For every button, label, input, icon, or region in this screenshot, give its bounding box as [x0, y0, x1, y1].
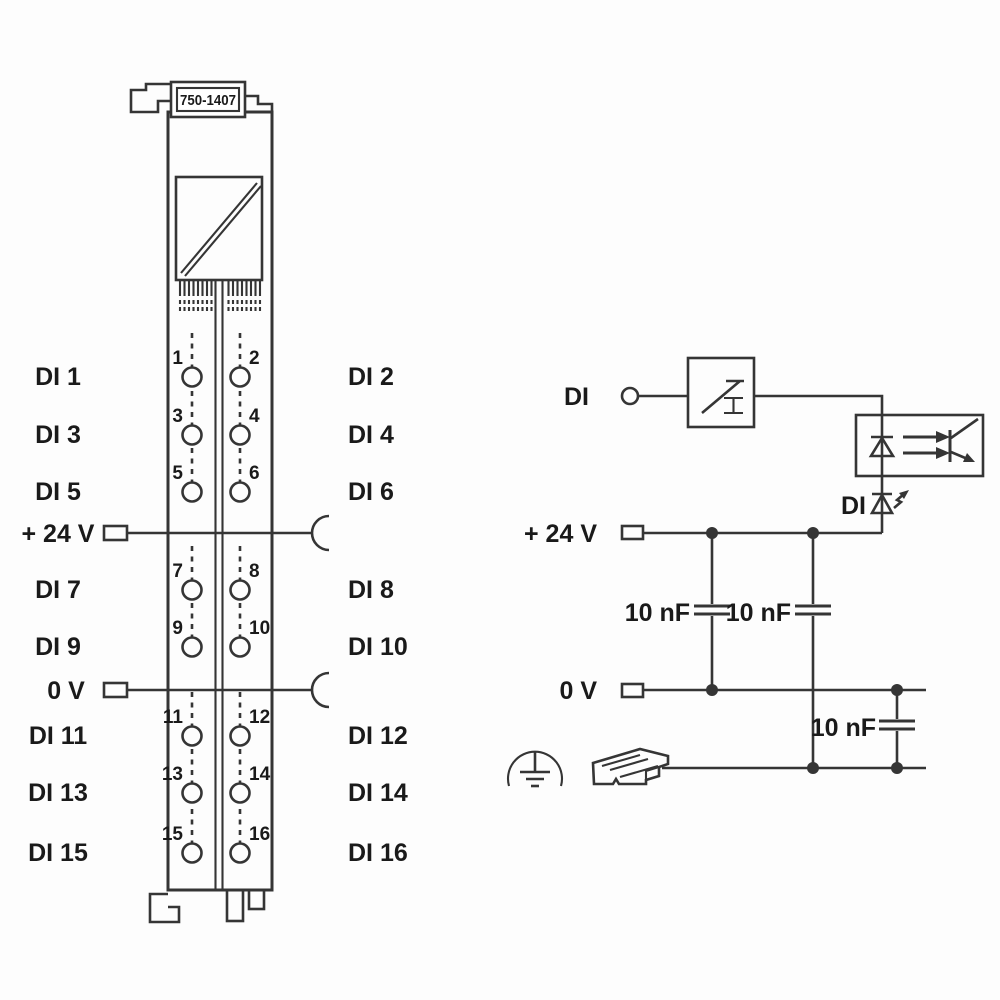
terminal-number: 10 — [249, 618, 270, 639]
din-rail-icon — [591, 747, 670, 786]
supply-rail: + 24 V — [524, 520, 882, 548]
jumper-contact-24v — [310, 514, 330, 552]
channel-label: DI 3 — [35, 421, 81, 449]
di-input-terminal — [620, 386, 640, 406]
phototransistor — [948, 417, 979, 462]
junction-dot — [706, 684, 718, 696]
channel-label: DI 12 — [348, 722, 408, 750]
channel-label: DI 16 — [348, 839, 408, 867]
capacitor-value: 10 nF — [811, 714, 876, 742]
channel-label: DI 4 — [348, 421, 394, 449]
terminal-number: 15 — [162, 824, 184, 845]
terminal-number: 14 — [249, 764, 271, 785]
input-schematic: DI — [506, 356, 985, 788]
channel-label: DI 9 — [35, 633, 81, 661]
channel-label: DI 5 — [35, 478, 81, 506]
supply-label: + 24 V — [524, 520, 597, 548]
junction-dot — [807, 762, 819, 774]
return-label: 0 V — [47, 677, 85, 705]
terminal-number: 4 — [249, 406, 260, 427]
terminal-number: 9 — [172, 618, 183, 639]
capacitor-2: 10 nF — [726, 533, 831, 768]
part-number-text: 750-1407 — [180, 92, 236, 109]
terminal-number: 11 — [163, 707, 184, 728]
channel-label: DI 1 — [35, 363, 81, 391]
supply-rail-24v — [102, 514, 330, 552]
earth-rail — [506, 747, 926, 788]
supply-label: + 24 V — [22, 520, 95, 548]
channel-label: DI 8 — [348, 576, 394, 604]
channel-label: DI 10 — [348, 633, 408, 661]
channel-labels-left: DI 1 DI 3 DI 5 + 24 V DI 7 DI 9 0 V DI 1… — [22, 363, 95, 867]
light-arrows — [903, 431, 950, 459]
filter-ramp-symbol — [701, 379, 744, 414]
filter-current-symbol — [724, 396, 743, 415]
terminal-number: 5 — [172, 463, 183, 484]
part-number-plate — [175, 86, 241, 113]
optocoupler — [854, 413, 985, 478]
bottom-left-hook — [148, 892, 181, 924]
channel-label: DI 13 — [28, 779, 88, 807]
channel-label: DI 11 — [29, 722, 87, 750]
supply-terminal-box — [102, 524, 129, 542]
status-led — [869, 490, 909, 515]
wire — [754, 394, 884, 415]
di-input-label: DI — [564, 383, 589, 411]
bottom-tab-2 — [247, 888, 266, 911]
channel-label: DI 15 — [28, 839, 88, 867]
input-filter-block — [686, 356, 756, 429]
terminal-number: 1 — [172, 348, 183, 369]
return-terminal-box — [620, 682, 645, 699]
terminal-number: 7 — [172, 561, 183, 582]
display-window — [174, 175, 264, 282]
channel-label: DI 14 — [348, 779, 408, 807]
channel-labels-right: DI 2 DI 4 DI 6 DI 8 DI 10 DI 12 DI 14 DI… — [348, 363, 408, 867]
functional-earth-icon — [506, 750, 564, 788]
channel-label: DI 6 — [348, 478, 394, 506]
supply-terminal-box — [620, 524, 645, 541]
jumper-contact-0v — [310, 671, 330, 709]
led-wire-bundle — [178, 280, 262, 311]
channel-label: DI 2 — [348, 363, 394, 391]
terminal-number: 6 — [249, 463, 260, 484]
channel-label: DI 7 — [35, 576, 81, 604]
return-label: 0 V — [559, 677, 597, 705]
top-left-latch — [129, 82, 171, 114]
display-diagonal-1 — [180, 182, 258, 274]
top-right-step — [245, 94, 274, 112]
led-flash-icon — [893, 493, 905, 509]
terminal-number: 13 — [162, 764, 183, 785]
terminal-number: 12 — [249, 707, 270, 728]
status-led-label: DI — [841, 492, 866, 520]
io-module: 750-1407 — [102, 80, 330, 924]
return-terminal-box — [102, 681, 129, 699]
terminal-number: 8 — [249, 561, 260, 582]
bottom-tab-1 — [225, 888, 245, 923]
display-diagonal-2 — [184, 185, 262, 277]
terminal-circles — [181, 366, 251, 864]
optocoupler-led — [868, 435, 896, 458]
terminal-number: 2 — [249, 348, 260, 369]
capacitor-value: 10 nF — [625, 599, 690, 627]
junction-dot — [891, 762, 903, 774]
capacitor-value: 10 nF — [726, 599, 791, 627]
return-rail-0v — [102, 671, 330, 709]
terminal-numbers: 1 2 3 4 5 6 7 8 9 10 11 12 13 14 15 16 — [162, 348, 271, 845]
capacitor-1: 10 nF — [625, 533, 730, 690]
terminal-number: 16 — [249, 824, 270, 845]
terminal-number: 3 — [172, 406, 183, 427]
return-rail: 0 V — [559, 677, 926, 705]
capacitor-3: 10 nF — [811, 690, 915, 768]
